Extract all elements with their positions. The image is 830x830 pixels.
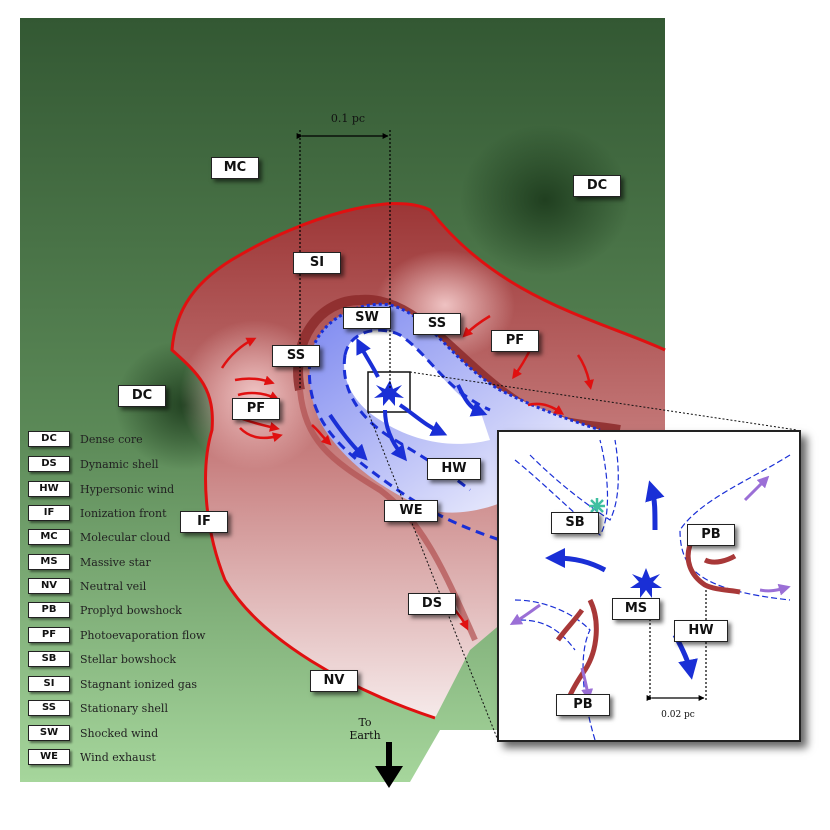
label-stationary-shell-left: SS bbox=[272, 345, 320, 367]
legend-code: SB bbox=[28, 651, 70, 667]
legend-item: DS Dynamic shell bbox=[28, 455, 159, 473]
legend-desc: Shocked wind bbox=[80, 726, 159, 740]
legend-item: SB Stellar bowshock bbox=[28, 650, 176, 668]
zoom-connector-bottom bbox=[367, 411, 498, 739]
legend-item: IF Ionization front bbox=[28, 504, 167, 522]
scale-main-label: 0.1 pc bbox=[330, 112, 366, 125]
legend-desc: Dense core bbox=[80, 432, 143, 446]
zoom-connector-top bbox=[409, 371, 798, 431]
legend-item: WE Wind exhaust bbox=[28, 748, 156, 766]
photoevaporation-arrows bbox=[220, 314, 594, 631]
ionization-front bbox=[170, 202, 666, 720]
legend-desc: Neutral veil bbox=[80, 579, 147, 593]
inset-proplyds bbox=[555, 544, 741, 701]
legend-code: SW bbox=[28, 725, 70, 741]
label-dense-core-top: DC bbox=[573, 175, 621, 197]
label-proplyd-bowshock-top: PB bbox=[687, 524, 735, 546]
label-shocked-wind: SW bbox=[343, 307, 391, 329]
legend-desc: Massive star bbox=[80, 555, 151, 569]
legend-item: DC Dense core bbox=[28, 430, 143, 448]
legend-item: MC Molecular cloud bbox=[28, 528, 170, 546]
inset-purple-arrows bbox=[509, 475, 791, 701]
legend-code: MS bbox=[28, 554, 70, 570]
legend-code: NV bbox=[28, 578, 70, 594]
label-dense-core-left: DC bbox=[118, 385, 166, 407]
to-earth-label: To Earth bbox=[349, 716, 381, 742]
legend-code: WE bbox=[28, 749, 70, 765]
label-dynamic-shell: DS bbox=[408, 593, 456, 615]
inset-stellar-bowshock-star-icon bbox=[589, 498, 605, 514]
dynamic-shell bbox=[297, 389, 478, 642]
legend-desc: Dynamic shell bbox=[80, 457, 159, 471]
scale-inset-label: 0.02 pc bbox=[661, 710, 695, 720]
label-neutral-veil: NV bbox=[310, 670, 358, 692]
scale-bar-inset bbox=[646, 590, 707, 701]
massive-star-icon bbox=[374, 380, 404, 406]
legend-item: SW Shocked wind bbox=[28, 724, 158, 742]
label-hypersonic-wind-inset: HW bbox=[674, 620, 728, 642]
legend-code: HW bbox=[28, 481, 70, 497]
legend-desc: Hypersonic wind bbox=[80, 482, 175, 496]
dense-core-top bbox=[460, 125, 630, 275]
label-hypersonic-wind: HW bbox=[427, 458, 481, 480]
legend-desc: Wind exhaust bbox=[80, 750, 156, 764]
legend-item: HW Hypersonic wind bbox=[28, 480, 174, 498]
legend-item: SI Stagnant ionized gas bbox=[28, 675, 197, 693]
label-photoevaporation-right: PF bbox=[491, 330, 539, 352]
legend-code: SS bbox=[28, 700, 70, 716]
legend-item: NV Neutral veil bbox=[28, 577, 146, 595]
wind-exhaust-boundary bbox=[307, 359, 501, 542]
legend-code: MC bbox=[28, 529, 70, 545]
legend-code: DC bbox=[28, 431, 70, 447]
inset-frame bbox=[497, 430, 801, 742]
hypersonic-wind-boundary bbox=[343, 328, 491, 412]
label-photoevaporation-left: PF bbox=[232, 398, 280, 420]
legend-desc: Stationary shell bbox=[80, 701, 168, 715]
legend-code: IF bbox=[28, 505, 70, 521]
legend-code: PF bbox=[28, 627, 70, 643]
label-ionization-front: IF bbox=[180, 511, 228, 533]
legend-item: PB Proplyd bowshock bbox=[28, 601, 182, 619]
to-earth-arrowhead bbox=[375, 766, 403, 788]
label-stationary-shell-right: SS bbox=[413, 313, 461, 335]
legend-desc: Photoevaporation flow bbox=[80, 628, 206, 642]
wind-exhaust-cavity bbox=[344, 330, 490, 444]
label-stellar-bowshock: SB bbox=[551, 512, 599, 534]
legend-desc: Ionization front bbox=[80, 506, 167, 520]
legend-desc: Stagnant ionized gas bbox=[80, 677, 198, 691]
label-stagnant-ionized-gas: SI bbox=[293, 252, 341, 274]
legend-code: PB bbox=[28, 602, 70, 618]
legend-code: SI bbox=[28, 676, 70, 692]
legend-item: MS Massive star bbox=[28, 553, 151, 571]
legend-desc: Stellar bowshock bbox=[80, 652, 177, 666]
label-massive-star: MS bbox=[612, 598, 660, 620]
hypersonic-wind-arrows bbox=[328, 337, 488, 462]
label-proplyd-bowshock-bottom: PB bbox=[556, 694, 610, 716]
legend-item: PF Photoevaporation flow bbox=[28, 626, 205, 644]
zoom-box bbox=[367, 371, 411, 413]
inset-massive-star-icon bbox=[630, 568, 662, 598]
shocked-wind-boundary bbox=[308, 302, 601, 432]
legend-item: SS Stationary shell bbox=[28, 699, 168, 717]
legend-desc: Molecular cloud bbox=[80, 530, 171, 544]
label-molecular-cloud: MC bbox=[211, 157, 259, 179]
legend-desc: Proplyd bowshock bbox=[80, 603, 182, 617]
legend-code: DS bbox=[28, 456, 70, 472]
label-wind-exhaust: WE bbox=[384, 500, 438, 522]
